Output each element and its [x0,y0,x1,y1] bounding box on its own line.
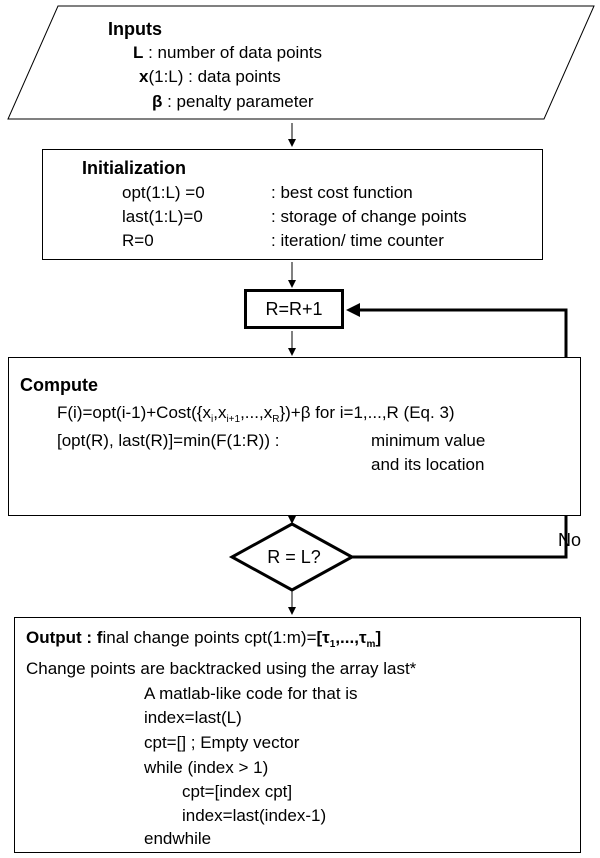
code-line-4: cpt=[index cpt] [182,782,293,801]
inputs-parallelogram [7,5,595,120]
compute-min-right-2: and its location [371,455,485,474]
code-line-2: cpt=[] ; Empty vector [144,733,300,752]
output-box [14,617,581,853]
inputs-line-beta: β : penalty parameter [152,92,314,112]
tau-close: ] [375,628,382,647]
inputs-line-L: L : number of data points [133,43,322,63]
no-loop-arrowhead [346,303,360,317]
eq-sub-i: i [210,414,214,425]
output-title-bold: Output : f [26,628,103,647]
tau-open: [τ [316,628,330,647]
inputs-line-x: x(1:L) : data points [139,67,281,87]
eq-part-a: F(i)=opt(i-1)+Cost({x [57,403,211,422]
eq-sub-R: R [272,414,280,425]
compute-min-right-1: minimum value [371,431,486,450]
decision-diamond [228,522,356,592]
output-title-rest: inal change points cpt(1:m)= [102,628,317,647]
code-line-3: while (index > 1) [144,758,269,777]
code-line-5: index=last(index-1) [182,806,327,825]
init-row-right-2: : iteration/ time counter [271,231,444,250]
increment-label: R=R+1 [265,298,323,319]
tau-sub-m: m [366,639,376,650]
init-row-left-2: R=0 [122,231,154,250]
code-line-6: endwhile [144,829,212,848]
output-line2: Change points are backtracked using the … [26,659,417,678]
init-row-right-0: : best cost function [271,183,413,202]
compute-min-left: [opt(R), last(R)]=min(F(1:R)) : [57,431,280,450]
x-description: (1:L) : data points [148,67,281,86]
init-row-left-1: last(1:L)=0 [122,207,203,226]
output-title: Output : final change points cpt(1:m)=[τ… [26,628,382,650]
x-symbol: x [139,67,149,86]
L-description: : number of data points [143,43,322,62]
eq-part-comma: ,x [213,403,227,422]
inputs-title: Inputs [108,19,162,39]
eq-part-b: })+β for i=1,...,R (Eq. 3) [279,403,455,422]
code-line-0: A matlab-like code for that is [144,684,358,703]
initialization-title: Initialization [82,158,187,178]
decision-label: R = L? [267,547,321,567]
eq-sub-i1: i+1 [226,414,241,425]
tau-sub-1: 1 [329,639,336,650]
code-line-1: index=last(L) [144,708,242,727]
tau-mid: ,...,τ [335,628,367,647]
compute-equation: F(i)=opt(i-1)+Cost({xi,xi+1,...,xR})+β f… [57,403,455,425]
eq-part-dots: ,...,x [240,403,273,422]
beta-symbol: β [152,92,163,111]
init-row-right-1: : storage of change points [271,207,467,226]
compute-box [8,357,581,516]
compute-title: Compute [20,375,98,395]
initialization-box [42,149,543,260]
beta-description: : penalty parameter [162,92,314,111]
increment-box: R=R+1 [244,289,344,329]
L-symbol: L [133,43,144,62]
init-row-left-0: opt(1:L) =0 [122,183,205,202]
no-branch-label: No [558,530,582,550]
